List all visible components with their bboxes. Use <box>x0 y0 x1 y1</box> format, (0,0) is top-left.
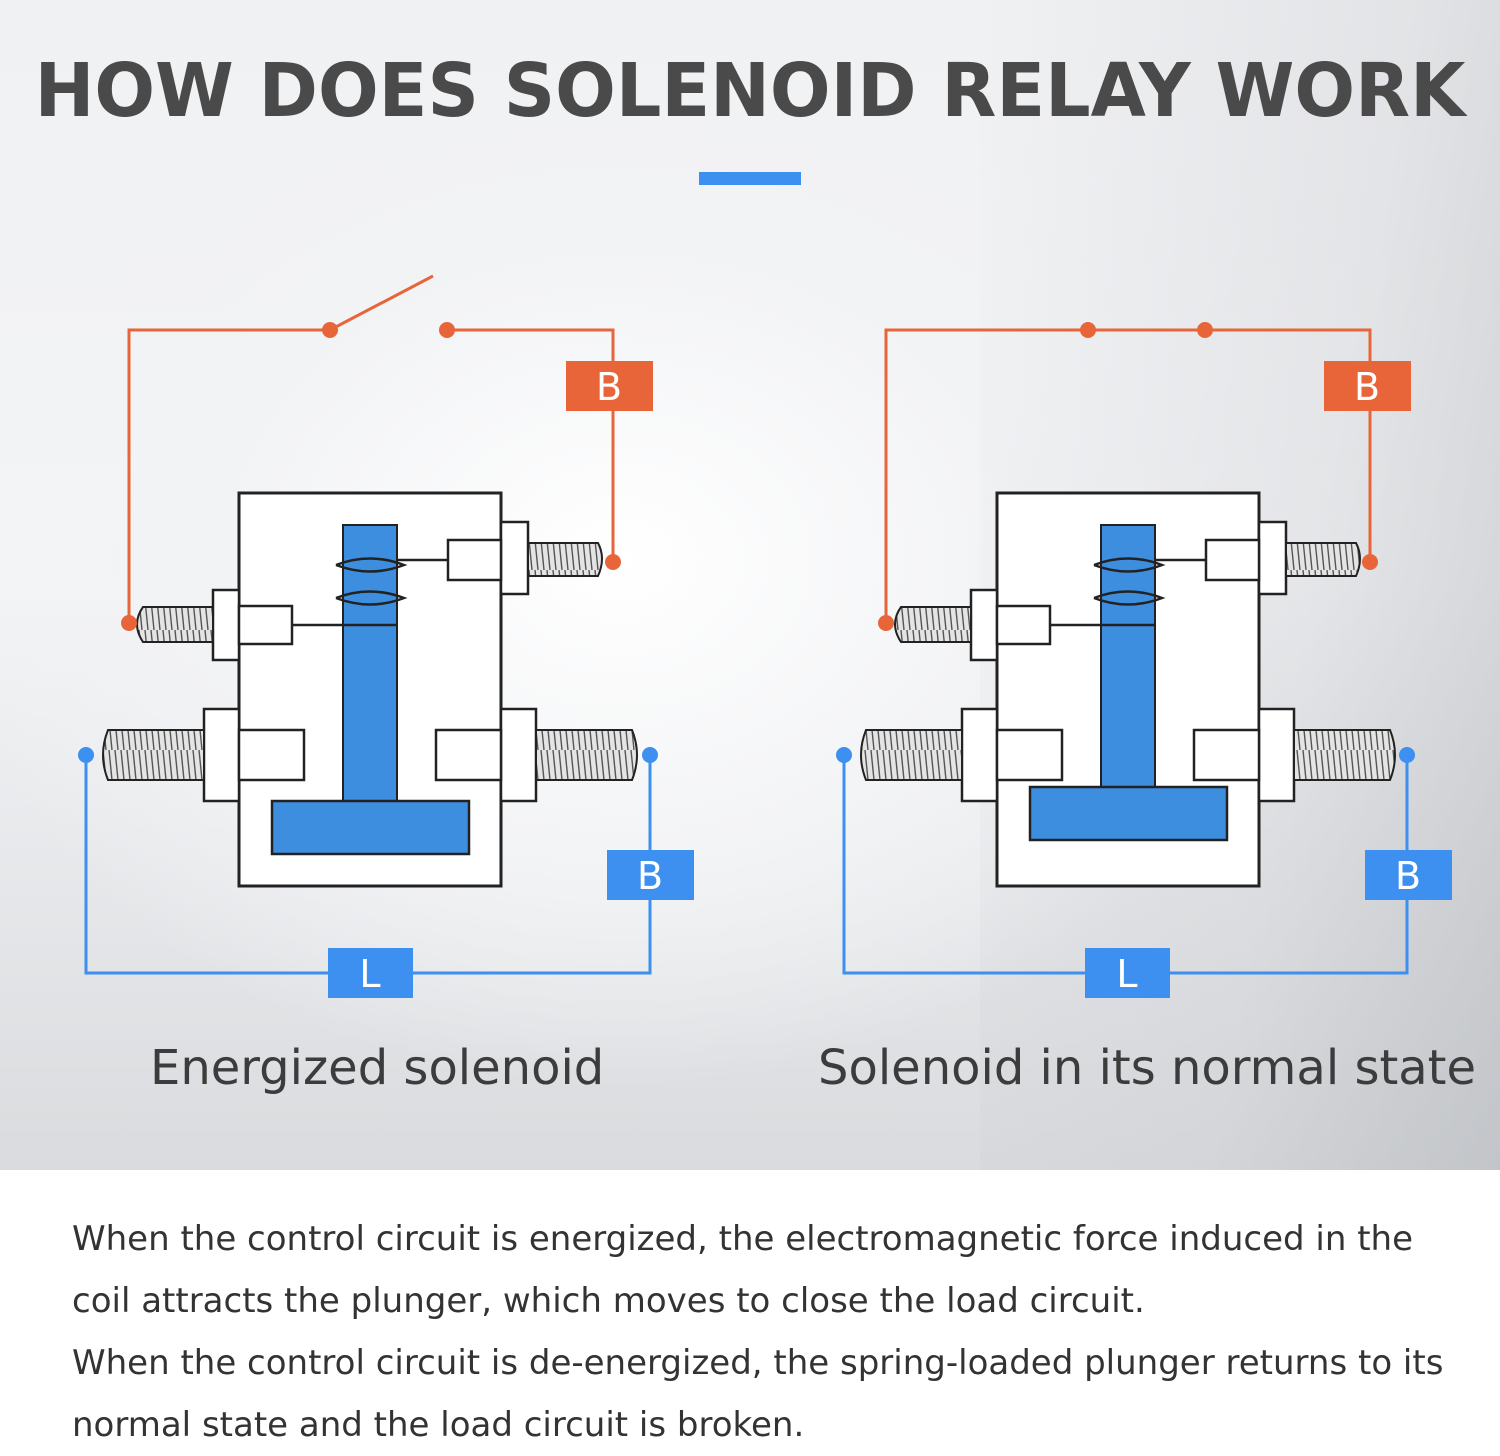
switch-contact <box>439 322 455 338</box>
load-terminal-badge <box>607 850 694 900</box>
load-badge <box>328 948 413 998</box>
solenoid-diagrams: B B L <box>78 274 1452 998</box>
switch-contact <box>1197 322 1213 338</box>
plunger-disc <box>270 799 471 856</box>
load-label: L <box>359 952 380 996</box>
control-switch-arm <box>329 274 434 332</box>
control-circuit <box>127 274 615 623</box>
coil <box>1050 557 1206 627</box>
load-badge <box>1085 948 1170 998</box>
description-paragraph: When the control circuit is de-energized… <box>72 1343 1444 1445</box>
load-circuit <box>84 755 652 975</box>
load-terminal-label: B <box>1395 854 1421 898</box>
coil <box>292 557 448 627</box>
load-terminal-label: B <box>637 854 663 898</box>
description: When the control circuit is energized, t… <box>72 1208 1452 1456</box>
diagram-normal: B B L <box>836 322 1452 998</box>
plunger-disc <box>1028 785 1229 842</box>
diagram-energized: B B L <box>78 274 694 998</box>
description-paragraph: When the control circuit is energized, t… <box>72 1219 1414 1321</box>
load-terminal-badge <box>1365 850 1452 900</box>
control-circuit <box>884 328 1372 623</box>
control-terminal-badge <box>566 361 653 411</box>
control-terminal-badge <box>1324 361 1411 411</box>
plunger-stem <box>1100 524 1156 796</box>
load-circuit <box>842 755 1409 975</box>
plunger-stem <box>342 524 398 814</box>
page-title: HOW DOES SOLENOID RELAY WORK <box>34 48 1466 134</box>
switch-contact <box>322 322 338 338</box>
load-label: L <box>1116 952 1137 996</box>
caption-energized: Energized solenoid <box>150 1040 605 1096</box>
control-terminal-label: B <box>1354 365 1380 409</box>
title-underline <box>699 172 801 185</box>
switch-contact <box>1080 322 1096 338</box>
caption-normal: Solenoid in its normal state <box>818 1040 1477 1096</box>
control-terminal-label: B <box>596 365 622 409</box>
